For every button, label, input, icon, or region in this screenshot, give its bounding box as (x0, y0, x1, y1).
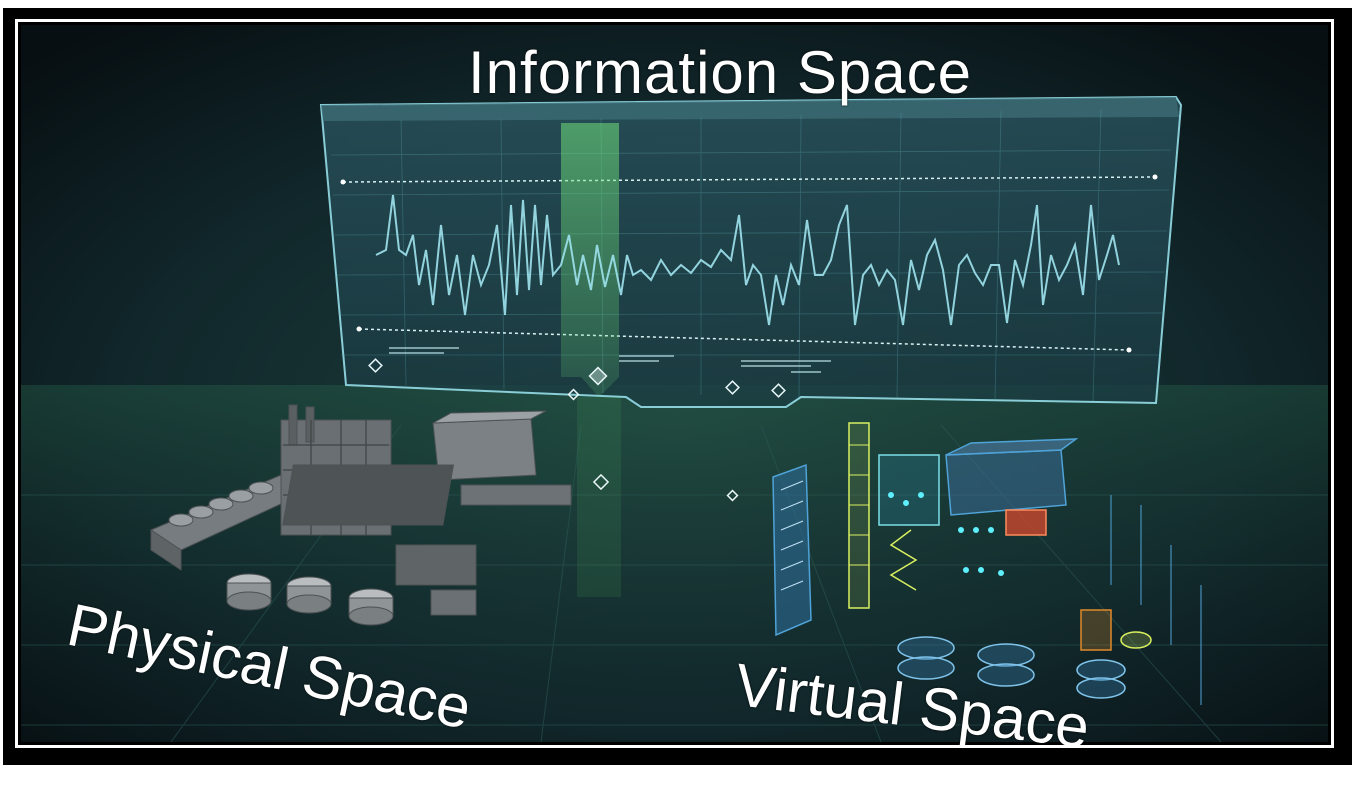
panel-tiny-text-blocks (389, 347, 831, 373)
signal-waveform (375, 194, 1120, 326)
scene-illustration (21, 25, 1328, 742)
panel-shape (319, 95, 1183, 408)
virtual-tank-2 (977, 643, 1035, 667)
virtual-plant-model (772, 422, 1202, 705)
panel-lower-guide (358, 328, 1130, 351)
virtual-tank-1 (897, 636, 955, 660)
panel-markers (368, 358, 786, 502)
physical-plant-model (149, 404, 572, 626)
information-panel (319, 95, 1183, 597)
floor-glow (21, 385, 1328, 742)
virtual-tank-3 (1076, 659, 1126, 681)
figure-frame: Information Space Physical Space Virtual… (3, 8, 1352, 765)
highlight-beam-floor (577, 397, 621, 597)
highlight-beam (561, 123, 619, 397)
information-space-label: Information Space (468, 39, 972, 106)
figure-border: Information Space Physical Space Virtual… (15, 19, 1334, 748)
panel-top-bar (321, 97, 1179, 121)
